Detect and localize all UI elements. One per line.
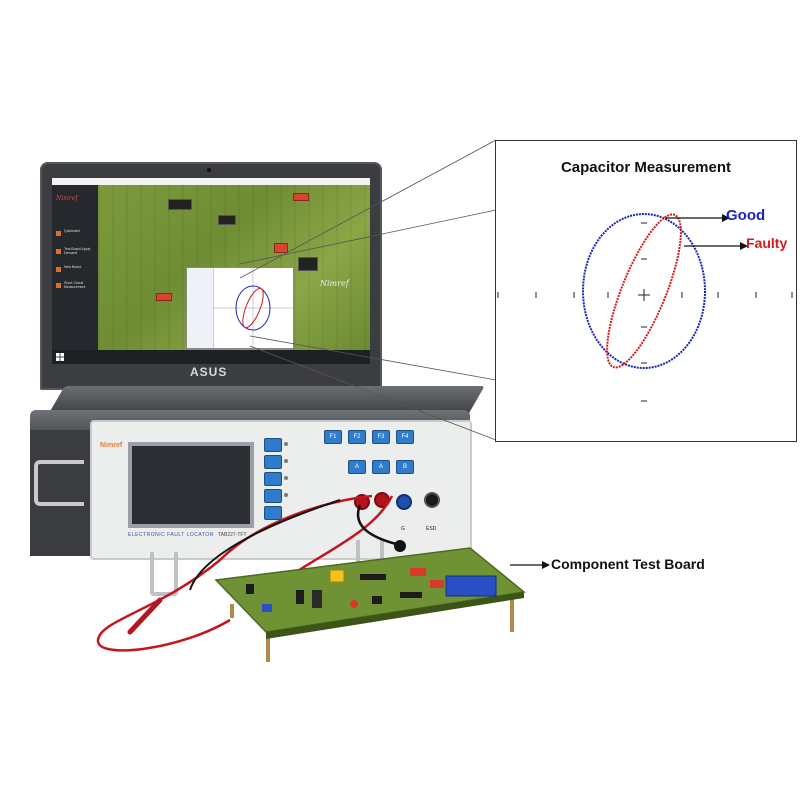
instrument-stand-left bbox=[150, 552, 178, 596]
panel-button[interactable] bbox=[264, 455, 282, 469]
panel-button[interactable] bbox=[264, 489, 282, 503]
measurement-popup bbox=[186, 267, 294, 349]
panel-button[interactable] bbox=[264, 506, 282, 520]
panel-led bbox=[284, 442, 288, 446]
board-ic bbox=[360, 574, 386, 580]
f1-button[interactable]: F1 bbox=[324, 430, 342, 444]
board-component-red bbox=[350, 600, 358, 608]
new-board-icon bbox=[56, 267, 61, 272]
board-component bbox=[246, 584, 254, 594]
webcam bbox=[207, 168, 211, 172]
f3-button[interactable]: F3 bbox=[372, 430, 390, 444]
windows-icon[interactable] bbox=[56, 353, 64, 361]
f2-button[interactable]: F2 bbox=[348, 430, 366, 444]
laptop-screen: Nimref Quickstart Test Board Apply Deman… bbox=[52, 178, 370, 364]
board-breadboard bbox=[445, 575, 497, 597]
pcb-chip bbox=[218, 215, 236, 225]
sidebar-item-label: New Board bbox=[64, 265, 82, 269]
test-board-icon bbox=[56, 249, 61, 254]
sidebar-item-test-board[interactable]: Test Board Apply Demand bbox=[56, 247, 96, 259]
probe-tip[interactable] bbox=[127, 597, 163, 635]
app-sidebar: Nimref Quickstart Test Board Apply Deman… bbox=[52, 185, 98, 357]
red-probe-wire bbox=[96, 494, 373, 652]
pcb-chip bbox=[168, 199, 192, 210]
popup-plot bbox=[213, 268, 293, 348]
good-label: Good bbox=[726, 207, 766, 224]
board-ic bbox=[400, 592, 422, 598]
panel-led bbox=[284, 493, 288, 497]
pcb-dip-switch bbox=[293, 193, 309, 201]
board-label-arrow bbox=[510, 561, 550, 569]
esd-jack[interactable] bbox=[424, 492, 440, 508]
faulty-label: Faulty bbox=[746, 235, 788, 251]
board-component bbox=[296, 590, 304, 604]
pcb-image-view[interactable]: Nimref bbox=[98, 185, 370, 350]
panel-button[interactable] bbox=[264, 438, 282, 452]
measurement-plot bbox=[497, 213, 793, 402]
sidebar-item-label: Short Circuit Measurement bbox=[64, 281, 86, 289]
instrument-front-panel: Nimref F1 F2 F3 F4 A A B G ESD ELECTRONI… bbox=[90, 420, 472, 560]
quickstart-icon bbox=[56, 231, 61, 236]
channel-a-button[interactable]: A bbox=[348, 460, 366, 474]
board-connector bbox=[262, 604, 272, 612]
black-probe-wire bbox=[189, 499, 341, 591]
capacitor-measurement-panel: Capacitor Measurement Good Faulty bbox=[495, 140, 797, 442]
blue-jack[interactable] bbox=[396, 494, 412, 510]
instrument-lcd bbox=[128, 442, 254, 528]
sidebar-item-label: Quickstart bbox=[64, 229, 80, 233]
jack-label-esd: ESD bbox=[426, 526, 437, 532]
sidebar-item-label: Test Board Apply Demand bbox=[64, 247, 91, 255]
black-clip[interactable] bbox=[394, 540, 406, 552]
laptop-brand-logo: ASUS bbox=[190, 365, 228, 379]
board-component-yellow bbox=[329, 569, 345, 583]
good-curve bbox=[582, 213, 706, 369]
pcb-dip-switch bbox=[156, 293, 172, 301]
instrument-brand: Nimref bbox=[100, 442, 123, 449]
panel-led bbox=[284, 476, 288, 480]
board-dip-switch bbox=[430, 580, 444, 588]
panel-led bbox=[284, 459, 288, 463]
instrument-panel-label: ELECTRONIC FAULT LOCATOR bbox=[128, 532, 214, 538]
component-test-board-label: Component Test Board bbox=[551, 556, 705, 572]
board-dip-switch bbox=[410, 568, 426, 576]
pcb-dip-switch bbox=[274, 243, 288, 253]
channel-a2-button[interactable]: A bbox=[372, 460, 390, 474]
faulty-arrow-head bbox=[740, 242, 748, 250]
sidebar-item-new-board[interactable]: New Board bbox=[56, 265, 96, 277]
board-transistor bbox=[312, 590, 322, 608]
board-component bbox=[372, 596, 382, 604]
instrument-handle bbox=[34, 460, 84, 506]
black-probe-wire bbox=[356, 504, 401, 547]
app-logo: Nimref bbox=[56, 195, 78, 202]
sidebar-item-short-circuit[interactable]: Short Circuit Measurement bbox=[56, 281, 96, 293]
instrument-model: TAB227-TFT bbox=[218, 532, 247, 538]
board-edge bbox=[266, 592, 524, 639]
pcb-logo: Nimref bbox=[320, 279, 349, 288]
short-circuit-icon bbox=[56, 283, 61, 288]
windows-taskbar bbox=[52, 350, 370, 364]
good-arrow-head bbox=[722, 214, 730, 222]
panel-button[interactable] bbox=[264, 472, 282, 486]
channel-b-button[interactable]: B bbox=[396, 460, 414, 474]
sidebar-item-quickstart[interactable]: Quickstart bbox=[56, 229, 96, 241]
pcb-chip bbox=[298, 257, 318, 271]
measurement-title: Capacitor Measurement bbox=[560, 159, 732, 176]
jack-label-g: G bbox=[401, 526, 405, 532]
instrument-side bbox=[30, 430, 92, 556]
f4-button[interactable]: F4 bbox=[396, 430, 414, 444]
